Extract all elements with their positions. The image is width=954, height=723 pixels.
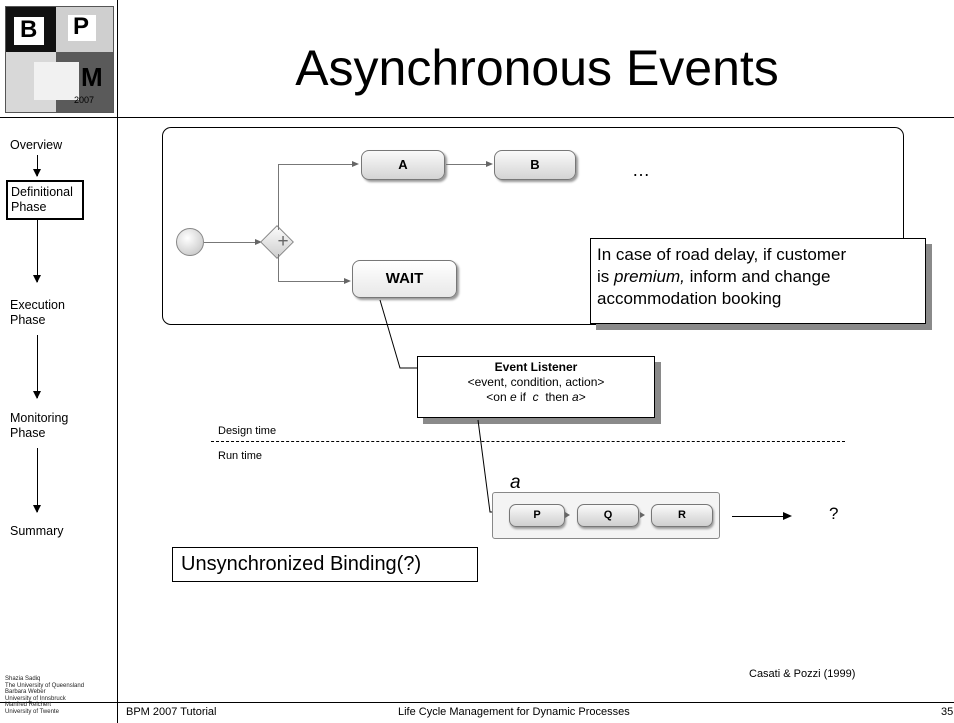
logo-year: 2007	[74, 95, 95, 105]
sequence-flow	[278, 164, 353, 165]
logo-letter-p: P	[73, 13, 90, 40]
event-listener-box: Event Listener <event, condition, action…	[417, 356, 655, 418]
sidebar-item-summary[interactable]: Summary	[10, 524, 64, 538]
sidebar-item-execution-phase[interactable]: Execution Phase	[10, 298, 65, 327]
scenario-note: In case of road delay, if customer is pr…	[590, 238, 926, 324]
design-run-divider	[211, 441, 845, 442]
footer-center: Life Cycle Management for Dynamic Proces…	[398, 706, 630, 718]
page-number: 35	[941, 706, 954, 718]
header-divider	[117, 0, 118, 723]
listener-line-2: <on e if c then a>	[486, 390, 586, 404]
task-a[interactable]: A	[361, 150, 445, 180]
page-title: Asynchronous Events	[295, 40, 779, 96]
task-wait[interactable]: WAIT	[352, 260, 457, 298]
arrow-right-icon	[565, 512, 570, 518]
start-event-icon	[176, 228, 204, 256]
process-model-box	[162, 127, 904, 325]
sequence-flow	[278, 281, 345, 282]
listener-title: Event Listener	[494, 360, 578, 374]
arrow-down-icon	[33, 220, 41, 283]
sidebar-item-label: Definitional Phase	[11, 185, 73, 214]
arrow-right-icon	[783, 512, 792, 520]
arrow-right-icon	[640, 512, 645, 518]
note-line-2: is premium, inform and change	[597, 267, 831, 286]
sidebar-item-monitoring-phase[interactable]: Monitoring Phase	[10, 411, 69, 440]
runtime-instance-box: P Q R	[492, 492, 720, 539]
run-time-label: Run time	[218, 450, 263, 462]
bpm-logo: B P M 2007	[5, 6, 114, 113]
task-r[interactable]: R	[651, 504, 713, 527]
sequence-flow	[278, 254, 279, 281]
logo-letter-m: M	[81, 62, 103, 92]
arrow-down-icon	[33, 155, 41, 177]
listener-connector-line	[379, 299, 418, 369]
task-b[interactable]: B	[494, 150, 576, 180]
sidebar-item-definitional-phase[interactable]: Definitional Phase	[6, 180, 84, 220]
action-label: a	[510, 472, 521, 493]
footer-line	[0, 702, 954, 703]
arrow-down-icon	[33, 335, 41, 399]
footer-left: BPM 2007 Tutorial	[126, 706, 217, 718]
task-p[interactable]: P	[509, 504, 565, 527]
arrow-right-icon	[344, 278, 351, 284]
result-arrow	[732, 516, 784, 517]
citation: Casati & Pozzi (1999)	[749, 668, 856, 680]
author-credits: Shazia Sadiq The University of Queenslan…	[5, 676, 85, 715]
note-line-1: In case of road delay, if customer	[597, 245, 847, 264]
design-time-label: Design time	[218, 425, 277, 437]
gateway-plus-symbol: +	[277, 231, 289, 252]
question-mark: ?	[829, 504, 839, 523]
task-q[interactable]: Q	[577, 504, 639, 527]
sidebar-item-overview[interactable]: Overview	[10, 138, 63, 152]
title-underline	[0, 117, 954, 118]
binding-label: Unsynchronized Binding(?)	[172, 547, 478, 582]
sequence-flow	[446, 164, 487, 165]
ellipsis: …	[632, 160, 650, 180]
listener-line-1: <event, condition, action>	[467, 375, 605, 389]
arrow-right-icon	[486, 161, 493, 167]
note-line-3: accommodation booking	[597, 289, 782, 308]
sequence-flow	[278, 164, 279, 230]
arrow-down-icon	[33, 448, 41, 513]
arrow-right-icon	[255, 239, 262, 245]
sequence-flow	[204, 242, 256, 243]
arrow-right-icon	[352, 161, 359, 167]
logo-letter-b: B	[20, 16, 38, 43]
